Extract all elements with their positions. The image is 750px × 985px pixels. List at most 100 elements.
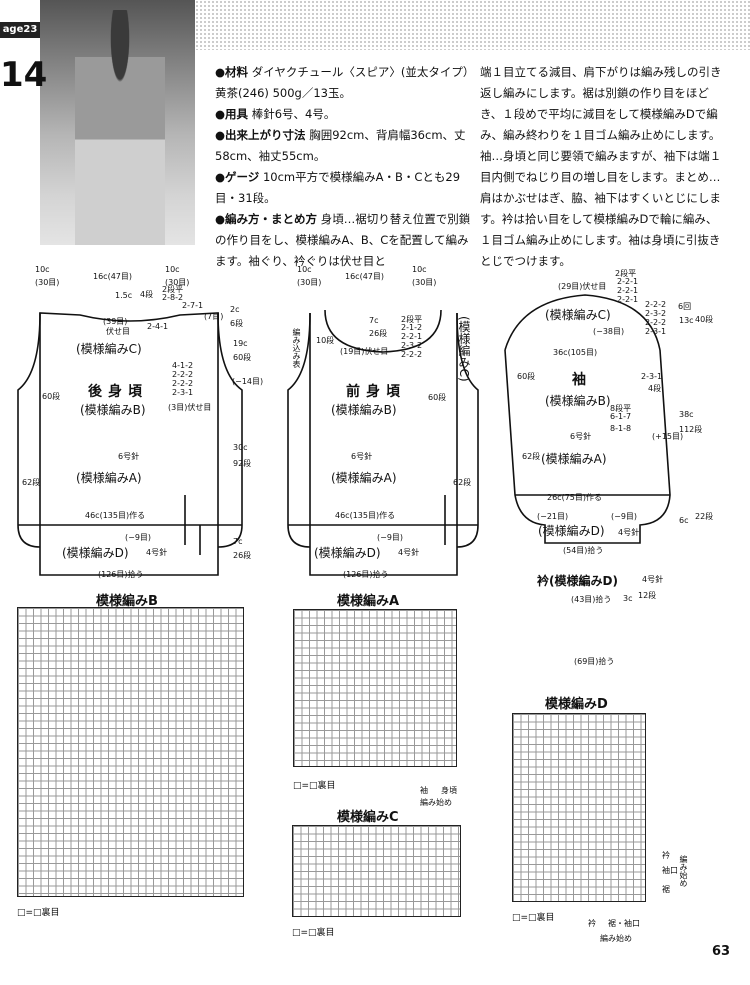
back-neck: 16c(47目) [93,272,132,281]
sleeve-pattern-a: (模様編みA) [541,452,607,466]
model-photo [40,0,195,245]
sleeve-cuff-reduce2: (−9目) [611,512,638,521]
back-inc: (−14目) [232,377,264,386]
sleeve-t3: 2-2-1 [617,286,639,295]
sleeve-pattern-c: (模様編みC) [545,308,611,322]
back-pattern-a: (模様編みA) [76,469,142,486]
front-nk2: 2-1-2 [401,323,423,332]
front-armhole [287,312,311,548]
chart-a-sleeve: 袖 [420,786,428,795]
size-text: 胸囲92cm、背肩幅36cm、丈58cm、袖丈55cm。 [215,128,466,163]
chart-a-grid [293,609,457,767]
chart-a-title: 模様編みA [337,594,400,609]
sleeve-len-rows: 112段 [679,425,703,434]
sleeve-cap [504,294,661,351]
back-armhole-right [217,312,243,548]
front-nk4: 2-3-2 [401,341,423,350]
back-dec2: 2-8-2 [162,293,184,302]
chart-d-title: 模様編みD [545,697,608,712]
materials-label: ●材料 [215,65,249,79]
chart-c-legend: □=□裏目 [292,928,335,938]
back-shoulder-drop-rows: 6段 [230,319,244,328]
front-nk1: 2段平 [401,315,423,324]
chart-d-start: 編み始め [600,934,632,943]
front-width: 46c(135目)作る [335,511,396,520]
sleeve-pattern-d: (模様編みD) [538,524,605,538]
header-band [195,0,750,50]
instructions-left: ●材料 ダイヤクチュール〈スピア〉(並太タイプ）黄茶(246) 500g／13玉… [215,62,477,272]
schematics-svg [17,294,671,576]
chart-c-grid [292,825,461,917]
sleeve-needle6: 6号針 [570,432,592,441]
chart-a-start: 編み始め [420,798,452,807]
sleeve-t6: 2-3-2 [645,309,667,318]
sleeve-upper-note: 2-3-1 [641,372,663,381]
front-shoulder-w-r: 10c [412,265,427,274]
front-pattern-b: (模様編みB) [331,403,397,417]
sleeve-t7: 2-2-2 [645,318,667,327]
front-neck: 16c(47目) [345,272,384,281]
chart-d-side-hem: 裾 [662,885,670,894]
materials-text: ダイヤクチュール〈スピア〉(並太タイプ）黄茶(246) 500g／13玉。 [215,65,475,100]
collar-depth-rows: 12段 [638,591,657,600]
back-top-left2: 伏せ目 [106,327,130,336]
front-nk3: 2-2-1 [401,332,423,341]
sleeve-pattern-b: (模様編みB) [545,394,611,408]
sleeve-cap-h: 13c [679,316,694,325]
front-shoulder-w: 10c [297,265,312,274]
back-shoulder-drop: 2c [230,305,240,314]
sleeve-length: 38c [679,410,694,419]
chart-d-side-collar: 衿 [662,851,670,860]
back-pattern-a-open: ( [76,471,81,485]
chart-d-bottom-hem: 裾・袖口 [608,919,640,928]
sleeve-cuff-rows: 22段 [695,512,714,521]
back-dec4: (7目) [204,312,224,321]
sleeve-t1: 2段平 [615,269,637,278]
back-shoulder-w: 10c [35,265,50,274]
back-top-dec: 2-4-1 [147,322,169,331]
chart-b-title: 模様編みB [96,594,158,609]
sleeve-inc3: 8-1-8 [610,424,632,433]
sleeve-lower-rows: 62段 [522,452,541,461]
back-arm-h: 19c [233,339,248,348]
back-arm4: 2-3-1 [172,388,194,397]
front-armhole-right [456,312,479,548]
chart-a-body: 身頃 [441,786,457,795]
chart-d-side-cuff: 袖口 [662,866,678,875]
front-neck-depth-rows: 26段 [369,329,388,338]
sleeve-title: 袖 [572,372,586,388]
back-rib-h: 7c [233,537,243,546]
chart-c-title: 模様編みC [337,810,399,825]
sleeve-pick: (54目)拾う [563,546,604,555]
back-neck-drop: 1.5c [115,291,133,300]
back-rib-reduce: (−9目) [125,533,152,542]
front-pick: (126目)拾う [343,570,389,579]
sleeve-top: (29目)伏せ目 [558,282,607,291]
back-arm2: 2-2-2 [172,370,194,379]
page-tab: age23 [0,22,40,38]
back-mid-h: 30c [233,443,248,452]
back-title: 後身頃 [88,384,148,400]
back-dec3: 2-7-1 [182,301,204,310]
pattern-number: 14 [0,55,48,95]
front-neck-depth: 7c [369,316,379,325]
chart-b-grid [17,607,244,897]
sleeve-side-rows: 60段 [517,372,536,381]
front-shoulder-st: (30目) [297,278,322,287]
sleeve-cuff-reduce: (−21目) [537,512,569,521]
method-label: ●編み方・まとめ方 [215,212,318,226]
back-shoulder-st-r: (30目) [165,278,190,287]
front-needle4: 4号針 [398,548,420,557]
tools-text: 棒針6号、4号。 [251,107,336,121]
gauge-text: 10cm平方で模様編みA・B・Cとも29目・31段。 [215,170,461,205]
sleeve-inc4: (+15目) [652,432,684,441]
sleeve-inc2: 6-1-7 [610,412,632,421]
sleeve-body [504,349,671,544]
front-pattern-d: (模様編みD) [314,546,381,560]
sleeve-needle4: 4号針 [618,528,640,537]
front-side-note: 編み込み表 [292,328,301,368]
chart-d-side-start: 編み始め [679,855,688,887]
model-figure [75,10,165,245]
front-outline [309,313,458,576]
front-side-rows: 60段 [428,393,447,402]
